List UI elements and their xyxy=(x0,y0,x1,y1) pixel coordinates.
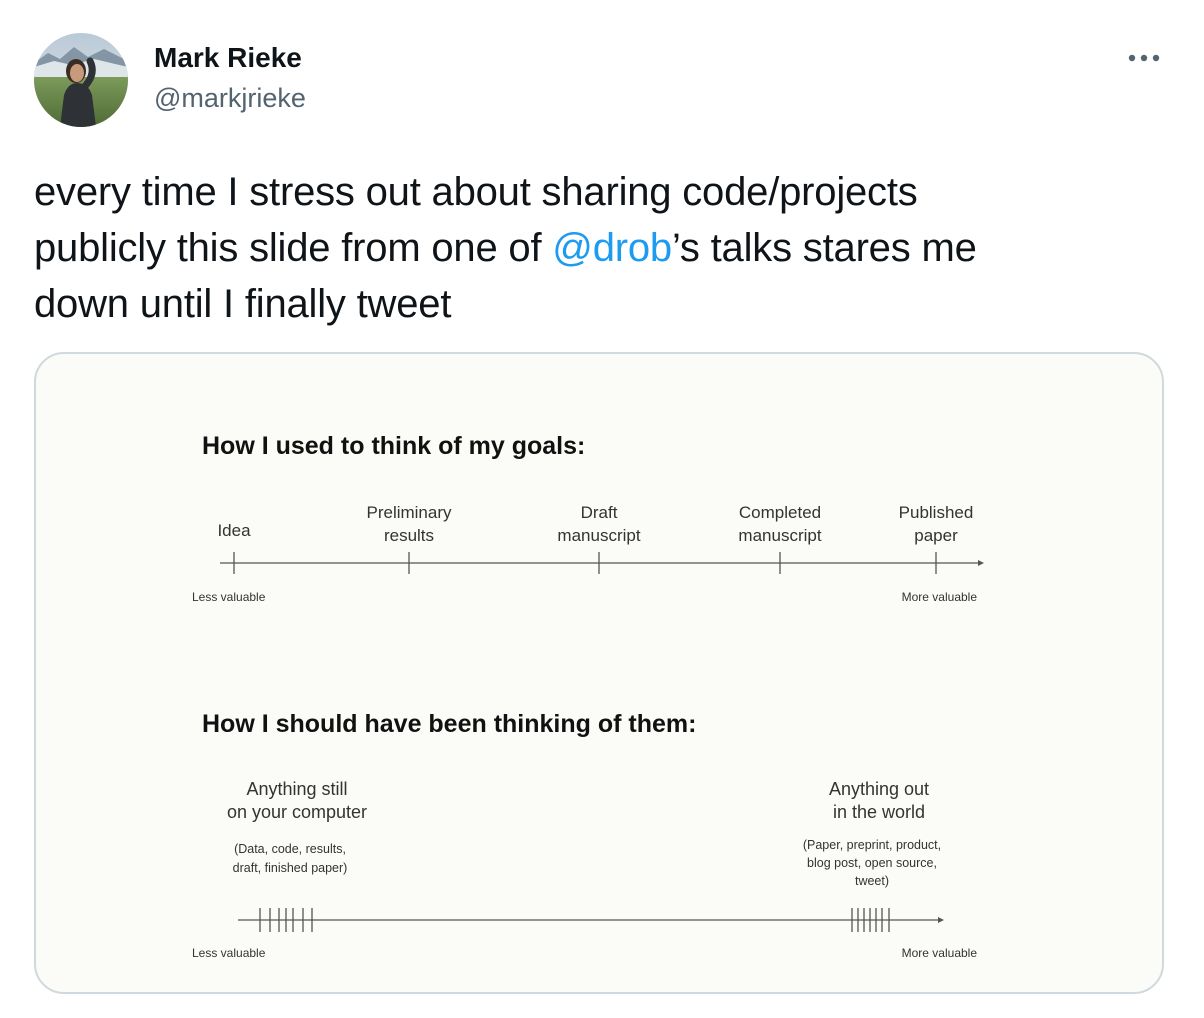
left-group-detail: draft, finished paper) xyxy=(233,861,348,875)
slide-graphic: How I used to think of my goals: Idea Pr… xyxy=(192,432,984,960)
tweet-text-line-1: every time I stress out about sharing co… xyxy=(34,170,918,214)
right-group-detail: blog post, open source, xyxy=(807,856,937,870)
milestone-label: manuscript xyxy=(557,526,640,545)
left-group-detail: (Data, code, results, xyxy=(234,842,346,856)
avatar[interactable] xyxy=(34,33,128,127)
slide-heading-bottom: How I should have been thinking of them: xyxy=(202,710,696,738)
milestone-label: manuscript xyxy=(738,526,821,545)
author-handle[interactable]: @markjrieke xyxy=(154,83,306,113)
milestone-label: Idea xyxy=(217,521,251,540)
milestone-label: Completed xyxy=(739,503,821,522)
more-valuable-label: More valuable xyxy=(902,946,978,960)
less-valuable-label: Less valuable xyxy=(192,946,266,960)
less-valuable-label: Less valuable xyxy=(192,590,266,604)
tweet-text-segment: ’s talks stares me xyxy=(671,226,977,270)
right-group-detail: (Paper, preprint, product, xyxy=(803,838,941,852)
milestone-label: Preliminary xyxy=(366,503,452,522)
media-image[interactable]: How I used to think of my goals: Idea Pr… xyxy=(34,352,1164,994)
right-group-detail: tweet) xyxy=(855,874,889,888)
author-name[interactable]: Mark Rieke xyxy=(154,42,302,73)
tweet-text-line-2: publicly this slide from one of @drob’s … xyxy=(34,220,1174,276)
tweet-text-line-3: down until I finally tweet xyxy=(34,282,452,326)
left-group-title: Anything still xyxy=(246,779,347,799)
more-valuable-label: More valuable xyxy=(902,590,978,604)
right-group-title: Anything out xyxy=(829,779,929,799)
mention-link[interactable]: @drob xyxy=(552,226,672,270)
tweet-text: every time I stress out about sharing co… xyxy=(34,164,1174,332)
more-horizontal-icon[interactable] xyxy=(1124,46,1164,70)
milestone-label: paper xyxy=(914,526,958,545)
milestone-label: Published xyxy=(899,503,974,522)
slide-heading-top: How I used to think of my goals: xyxy=(202,432,585,460)
tweet-text-segment: publicly this slide from one of xyxy=(34,226,553,270)
milestone-label: Draft xyxy=(581,503,618,522)
avatar-photo xyxy=(34,33,128,127)
right-group-title: in the world xyxy=(833,802,925,822)
milestone-label: results xyxy=(384,526,434,545)
left-group-title: on your computer xyxy=(227,802,367,822)
timeline-top xyxy=(220,552,984,574)
timeline-bottom xyxy=(238,908,944,932)
